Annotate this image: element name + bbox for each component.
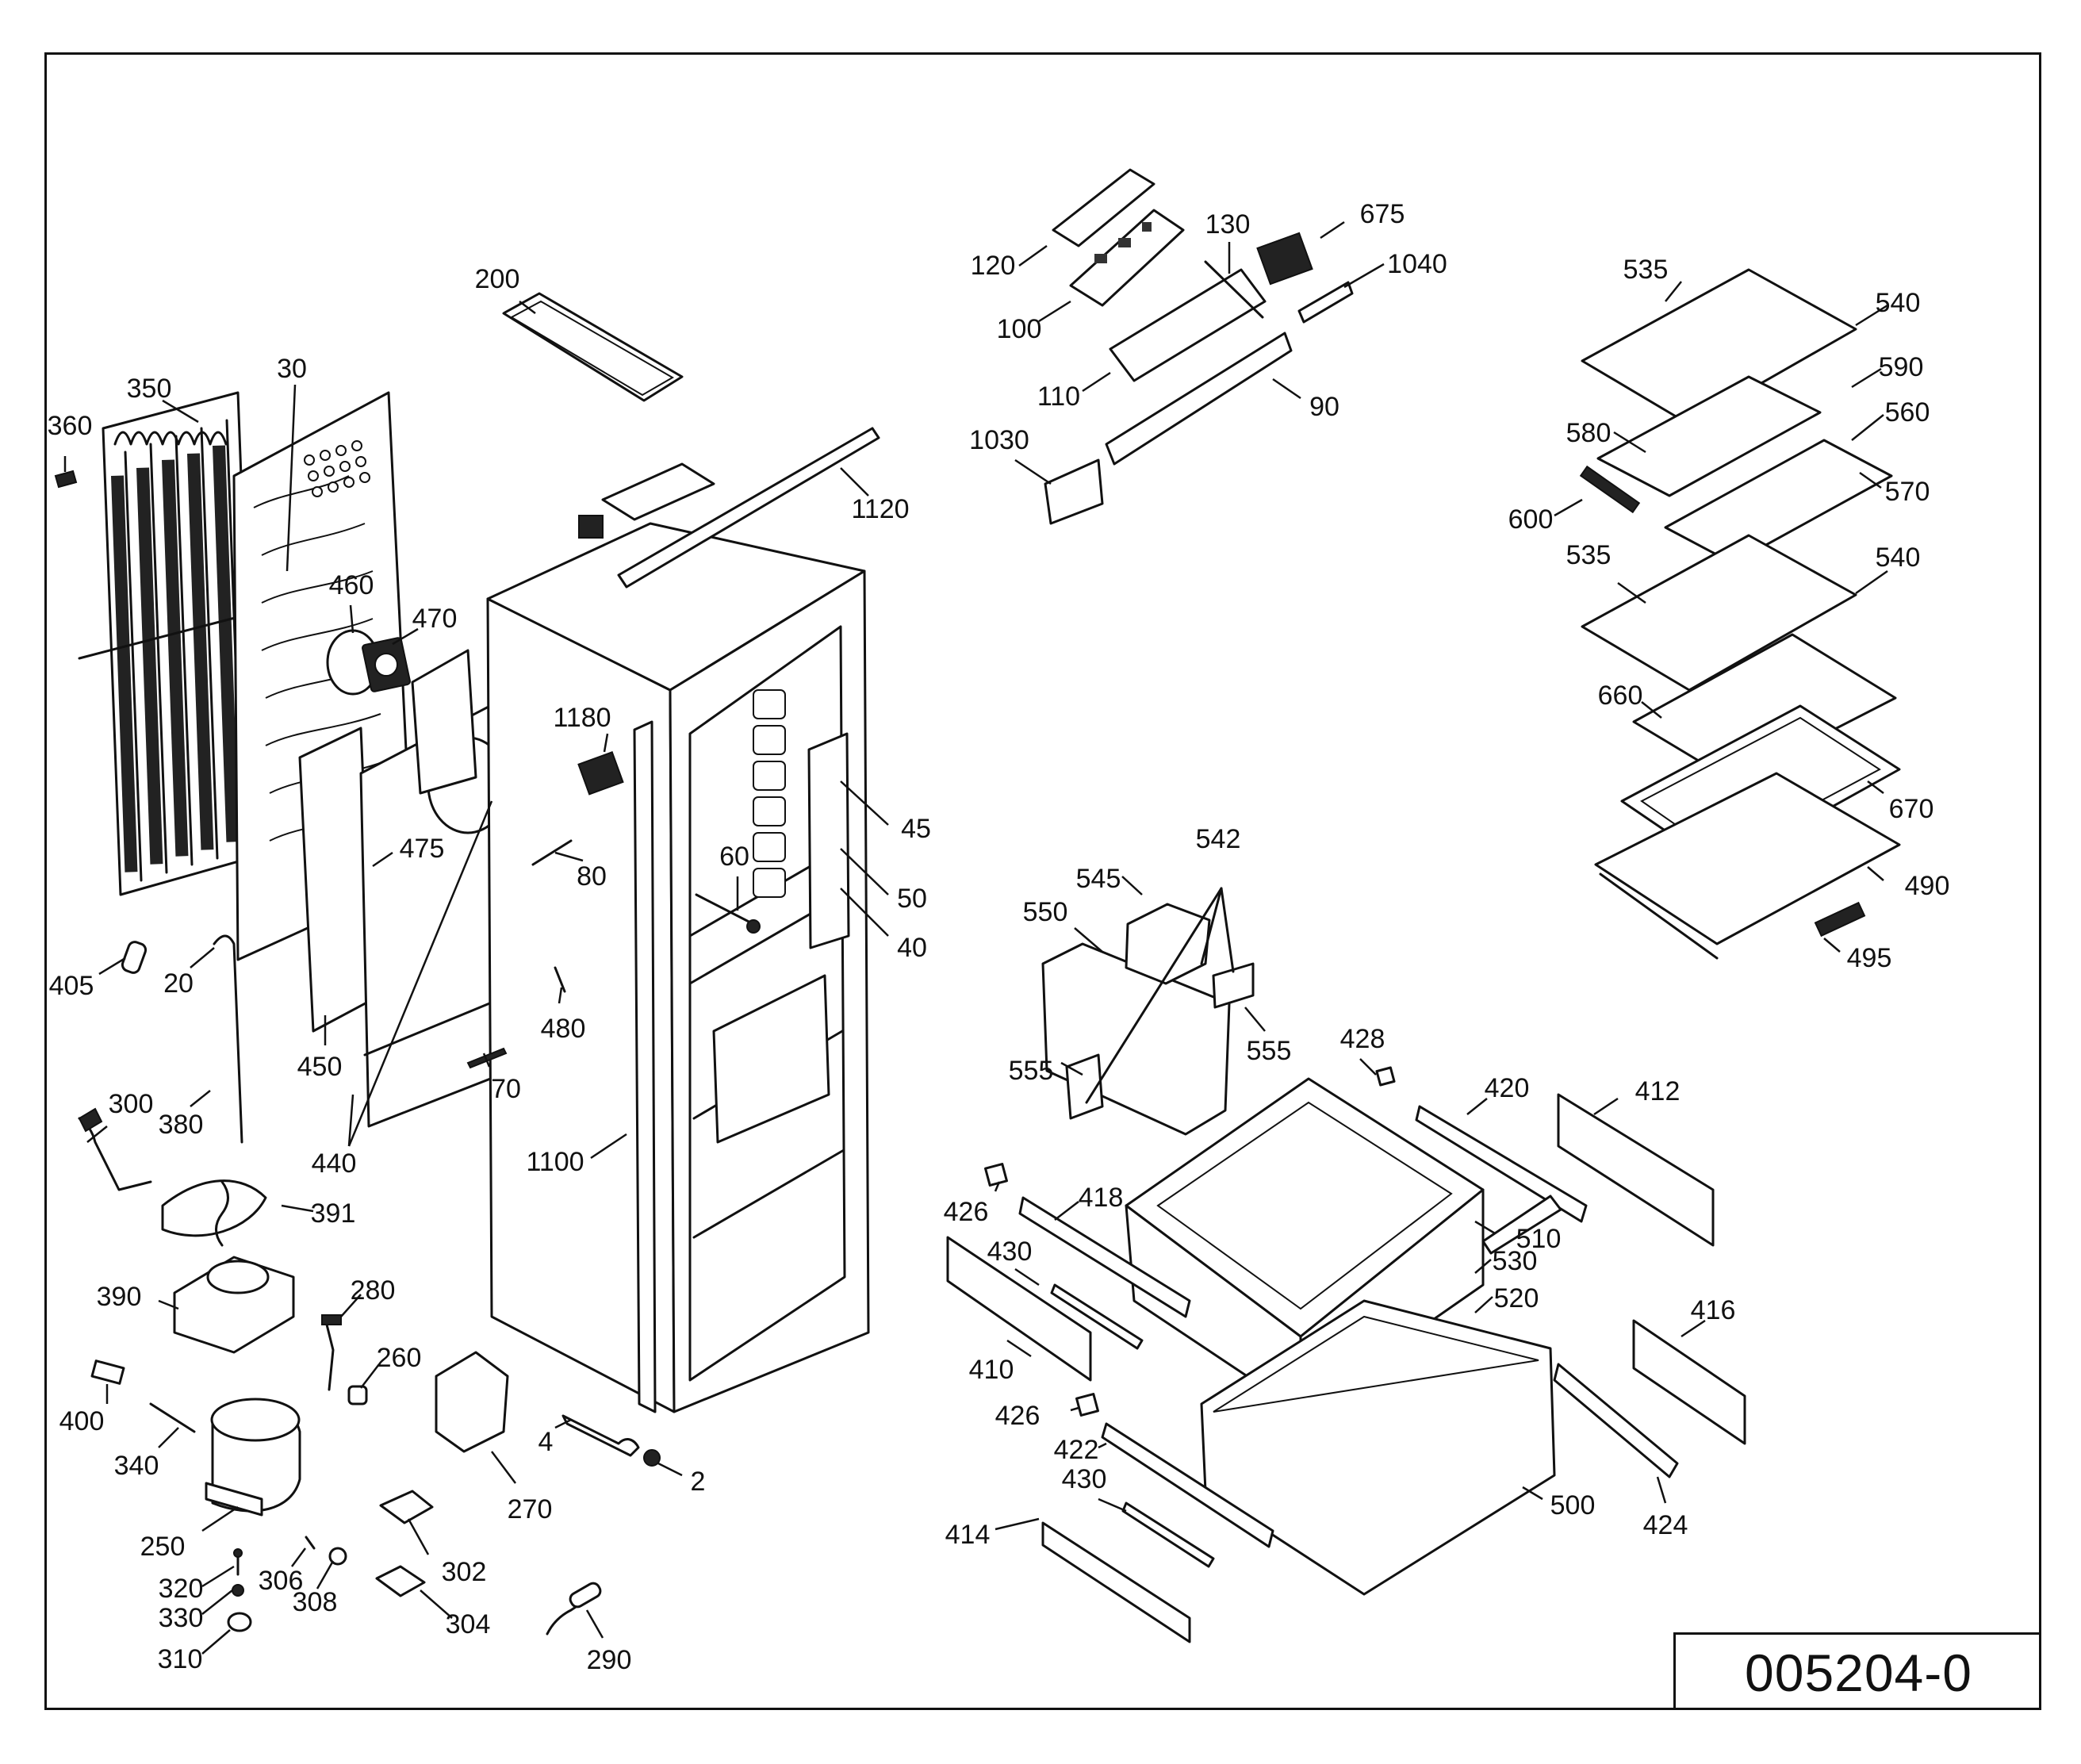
part-label: 428 bbox=[1339, 1024, 1385, 1054]
part-label: 430 bbox=[1061, 1464, 1107, 1494]
part-label: 470 bbox=[412, 604, 458, 634]
part-label: 70 bbox=[491, 1074, 521, 1104]
part-label: 424 bbox=[1642, 1510, 1688, 1540]
part-label: 45 bbox=[901, 814, 931, 844]
part-label: 530 bbox=[1492, 1246, 1538, 1276]
part-label: 2 bbox=[690, 1467, 706, 1497]
part-label: 580 bbox=[1566, 418, 1612, 448]
part-label: 80 bbox=[577, 861, 607, 892]
part-label: 675 bbox=[1359, 199, 1405, 229]
part-label: 1180 bbox=[553, 703, 611, 733]
part-label: 412 bbox=[1635, 1076, 1681, 1106]
part-label: 426 bbox=[943, 1197, 989, 1227]
part-label: 391 bbox=[310, 1198, 356, 1229]
part-label: 430 bbox=[987, 1237, 1033, 1267]
part-label: 1120 bbox=[851, 494, 910, 524]
part-label: 1030 bbox=[969, 425, 1029, 455]
part-label: 290 bbox=[586, 1645, 632, 1675]
part-label: 306 bbox=[258, 1566, 304, 1596]
part-label: 460 bbox=[328, 570, 374, 600]
part-label: 304 bbox=[445, 1609, 491, 1639]
part-label: 590 bbox=[1878, 352, 1924, 382]
part-label: 270 bbox=[507, 1494, 553, 1524]
part-label: 40 bbox=[897, 933, 927, 963]
part-label: 490 bbox=[1904, 871, 1950, 901]
part-label: 420 bbox=[1484, 1073, 1530, 1103]
part-label: 450 bbox=[297, 1052, 343, 1082]
part-label: 20 bbox=[163, 968, 194, 999]
part-label: 550 bbox=[1022, 897, 1068, 927]
part-label: 300 bbox=[108, 1089, 154, 1119]
part-label: 535 bbox=[1566, 540, 1612, 570]
part-label: 422 bbox=[1053, 1435, 1099, 1465]
part-label: 400 bbox=[59, 1406, 105, 1436]
part-label: 1040 bbox=[1387, 249, 1447, 279]
part-label: 200 bbox=[474, 264, 520, 294]
part-label: 320 bbox=[158, 1574, 204, 1604]
part-label: 4 bbox=[538, 1427, 554, 1457]
part-label: 540 bbox=[1875, 288, 1921, 318]
part-label: 405 bbox=[48, 971, 94, 1001]
part-label: 495 bbox=[1846, 943, 1892, 973]
leader-lines bbox=[63, 220, 1888, 1655]
part-label: 475 bbox=[399, 834, 445, 864]
part-label: 555 bbox=[1246, 1036, 1292, 1066]
document-number-box: 005204-0 bbox=[1673, 1632, 2041, 1710]
part-label: 480 bbox=[540, 1014, 586, 1044]
part-label: 410 bbox=[968, 1355, 1014, 1385]
part-label: 426 bbox=[995, 1401, 1040, 1431]
part-label: 60 bbox=[719, 842, 749, 872]
part-label: 555 bbox=[1008, 1056, 1054, 1086]
part-label: 130 bbox=[1205, 209, 1251, 240]
part-label: 90 bbox=[1309, 392, 1339, 422]
part-label: 390 bbox=[96, 1282, 142, 1312]
part-label: 1100 bbox=[526, 1147, 584, 1177]
part-label: 280 bbox=[350, 1275, 396, 1306]
part-label: 542 bbox=[1195, 824, 1241, 854]
part-label: 250 bbox=[140, 1532, 186, 1562]
part-label: 50 bbox=[897, 884, 927, 914]
part-label: 30 bbox=[277, 354, 307, 384]
part-label: 110 bbox=[1037, 382, 1081, 412]
part-label: 660 bbox=[1597, 681, 1643, 711]
part-label: 100 bbox=[996, 314, 1042, 344]
part-label: 260 bbox=[376, 1343, 422, 1373]
part-label: 600 bbox=[1508, 504, 1554, 535]
part-label: 520 bbox=[1493, 1283, 1539, 1313]
part-label: 308 bbox=[292, 1587, 338, 1617]
part-label: 340 bbox=[113, 1451, 159, 1481]
part-label: 670 bbox=[1888, 794, 1934, 824]
part-label: 120 bbox=[970, 251, 1016, 281]
part-label: 330 bbox=[158, 1603, 204, 1633]
part-label: 510 bbox=[1516, 1224, 1562, 1254]
part-label: 414 bbox=[945, 1520, 991, 1550]
part-label: 416 bbox=[1690, 1295, 1736, 1325]
part-label: 540 bbox=[1875, 543, 1921, 573]
part-label: 535 bbox=[1623, 255, 1669, 285]
part-label: 440 bbox=[311, 1149, 357, 1179]
part-label: 545 bbox=[1075, 864, 1121, 894]
part-label: 360 bbox=[47, 411, 93, 441]
cabinet bbox=[486, 462, 870, 1413]
part-label: 570 bbox=[1884, 477, 1930, 507]
part-label: 302 bbox=[441, 1557, 487, 1587]
part-label: 380 bbox=[158, 1110, 204, 1140]
part-label: 350 bbox=[126, 374, 172, 404]
diagram-frame bbox=[44, 52, 2041, 1710]
document-number: 005204-0 bbox=[1745, 1643, 1972, 1702]
part-label: 418 bbox=[1078, 1183, 1124, 1213]
part-label: 560 bbox=[1884, 397, 1930, 428]
part-label: 310 bbox=[157, 1644, 203, 1674]
part-label: 500 bbox=[1550, 1490, 1596, 1520]
